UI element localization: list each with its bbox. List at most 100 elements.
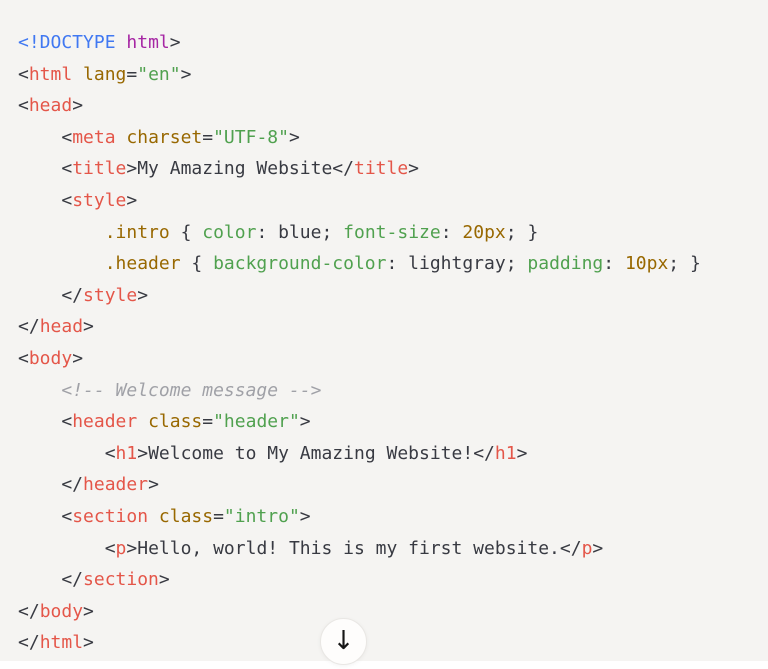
- code-token-plain: </: [18, 284, 84, 306]
- code-token-plain: >: [126, 537, 138, 559]
- code-token-attr: charset: [126, 126, 203, 148]
- code-token-plain: :: [386, 253, 409, 275]
- code-token-plain: >: [592, 537, 604, 559]
- code-token-plain: >: [158, 569, 170, 591]
- code-token-plain: >: [299, 411, 311, 433]
- code-token-plain: [18, 222, 105, 243]
- code-token-plain: >: [72, 347, 84, 369]
- code-token-number: 20px: [462, 221, 506, 243]
- code-token-plain: >: [83, 632, 94, 654]
- code-token-comment: <!-- Welcome message -->: [61, 379, 322, 401]
- code-token-plain: </: [473, 442, 495, 464]
- code-token-plain: <: [18, 189, 73, 211]
- code-token-plain: :: [603, 253, 625, 275]
- code-token-plain: </: [18, 474, 84, 496]
- code-token-plain: =: [213, 505, 224, 527]
- code-token-plain: >: [137, 442, 149, 464]
- code-token-tag: section: [72, 505, 149, 527]
- code-token-plain: <: [18, 411, 73, 433]
- code-token-plain: <: [18, 158, 73, 180]
- code-token-plain: >: [126, 189, 138, 211]
- code-token-property: font-size: [343, 221, 441, 243]
- code-token-plain: {: [180, 253, 214, 275]
- code-token-plain: ;: [505, 253, 528, 275]
- bottom-strip: [0, 661, 768, 669]
- code-token-tag: head: [28, 95, 73, 117]
- code-token-tag: style: [72, 189, 127, 211]
- code-token-attr: class: [148, 411, 203, 433]
- code-token-plain: Hello, world! This is my first website.: [137, 537, 560, 559]
- code-line: <section class="intro">: [18, 501, 768, 533]
- code-token-plain: </: [332, 158, 354, 180]
- code-token-plain: =: [202, 411, 214, 433]
- code-token-tag: h1: [115, 442, 138, 464]
- code-line: <body>: [18, 343, 768, 375]
- code-line: </style>: [18, 280, 768, 312]
- code-token-plain: >: [83, 600, 94, 622]
- code-token-plain: [116, 32, 127, 53]
- code-token-string: "UTF-8": [213, 126, 289, 148]
- code-token-plain: [18, 253, 105, 274]
- code-token-plain: Welcome to My Amazing Website!: [148, 442, 474, 464]
- code-token-plain: >: [288, 126, 300, 148]
- code-line: <header class="header">: [18, 406, 768, 438]
- code-token-plain: >: [299, 505, 311, 527]
- code-token-tag: head: [39, 316, 84, 338]
- code-token-tag: body: [28, 347, 73, 369]
- code-token-string: "header": [213, 411, 300, 433]
- code-token-plain: ; }: [505, 221, 539, 243]
- code-token-plain: [72, 64, 83, 85]
- code-token-plain: <: [18, 63, 29, 85]
- scroll-down-button[interactable]: ↓: [320, 618, 367, 665]
- code-token-property: background-color: [213, 253, 387, 275]
- code-token-doctype_name: html: [126, 32, 170, 53]
- code-line: </header>: [18, 469, 768, 501]
- code-token-plain: <: [18, 126, 73, 148]
- code-line: <style>: [18, 185, 768, 217]
- code-line: <p>Hello, world! This is my first websit…: [18, 533, 768, 565]
- code-token-plain: >: [72, 95, 84, 117]
- code-token-tag: p: [581, 537, 593, 559]
- code-line: .header { background-color: lightgray; p…: [18, 248, 768, 280]
- code-token-string: "intro": [223, 505, 300, 527]
- code-line: <!DOCTYPE html>: [18, 27, 768, 59]
- code-line: </section>: [18, 564, 768, 596]
- code-line: .intro { color: blue; font-size: 20px; }: [18, 217, 768, 249]
- code-token-plain: </: [18, 632, 40, 654]
- code-token-plain: My Amazing Website: [137, 158, 333, 180]
- code-token-plain: >: [516, 442, 528, 464]
- code-token-plain: </: [18, 316, 40, 338]
- code-token-tag: section: [83, 569, 159, 591]
- code-token-string: "en": [137, 63, 181, 85]
- code-token-plain: :: [440, 221, 463, 243]
- code-token-plain: =: [202, 126, 214, 148]
- code-token-plain: <: [18, 95, 29, 117]
- code-token-property: padding: [527, 253, 604, 275]
- code-token-plain: [148, 506, 159, 527]
- code-token-plain: >: [169, 32, 181, 53]
- code-token-tag: style: [83, 284, 138, 306]
- code-token-plain: </: [559, 537, 582, 559]
- code-token-plain: =: [126, 63, 138, 85]
- code-token-plain: </: [18, 569, 84, 591]
- code-token-plain: lightgray: [408, 253, 506, 275]
- code-token-plain: >: [137, 284, 149, 306]
- code-token-plain: blue: [278, 221, 322, 243]
- code-token-selector: .intro: [104, 221, 170, 243]
- down-arrow-icon: ↓: [332, 625, 355, 656]
- code-token-plain: [18, 380, 61, 401]
- code-token-plain: >: [83, 316, 94, 338]
- code-line: </html>: [18, 627, 768, 659]
- code-line: <html lang="en">: [18, 59, 768, 91]
- code-token-selector: .header: [104, 253, 181, 275]
- code-line: <!-- Welcome message -->: [18, 375, 768, 407]
- code-token-tag: p: [115, 537, 127, 559]
- code-token-plain: [137, 411, 148, 432]
- code-token-tag: header: [72, 411, 138, 433]
- code-token-tag: html: [28, 63, 73, 85]
- code-line: </body>: [18, 596, 768, 628]
- code-token-tag: h1: [494, 442, 517, 464]
- code-token-attr: class: [158, 505, 214, 527]
